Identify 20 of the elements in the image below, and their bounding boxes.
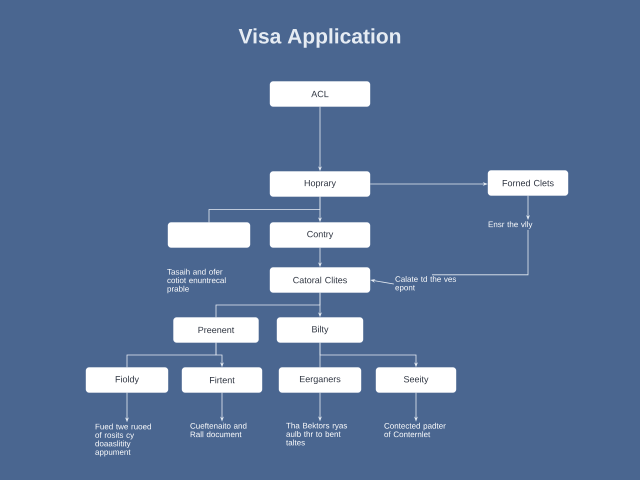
process-box: Forned Clets — [488, 170, 568, 196]
note-text: Tha Bektors ryas aulb thr to bent taltes — [286, 422, 348, 446]
note-text: Ensr the vlly — [488, 221, 532, 229]
title: Visa Application — [238, 28, 400, 48]
process-box: Preenent — [173, 317, 259, 343]
process-box: Catoral Clites — [270, 267, 370, 293]
process-box: Bilty — [276, 317, 364, 343]
process-box: Firtent — [182, 367, 262, 393]
note-text: Fued twe ruoed of rosits cy doaaslitity appument — [95, 424, 151, 456]
process-box — [168, 222, 250, 248]
note-text: Cueftenaito and Rall document — [190, 422, 246, 438]
note-text: Calate td the ves epont — [395, 276, 456, 292]
process-box: Contry — [270, 222, 370, 248]
process-box: Fioldy — [86, 367, 168, 393]
process-box: ACL — [270, 81, 370, 107]
note-text: Contected padter of Conternlet — [384, 422, 446, 438]
process-box: Hoprary — [270, 171, 370, 197]
process-box: Eerganers — [278, 367, 362, 393]
process-box: Seeity — [376, 367, 456, 393]
note-text: Tasaih and ofer cotiot enuntrecal prable — [167, 268, 226, 294]
